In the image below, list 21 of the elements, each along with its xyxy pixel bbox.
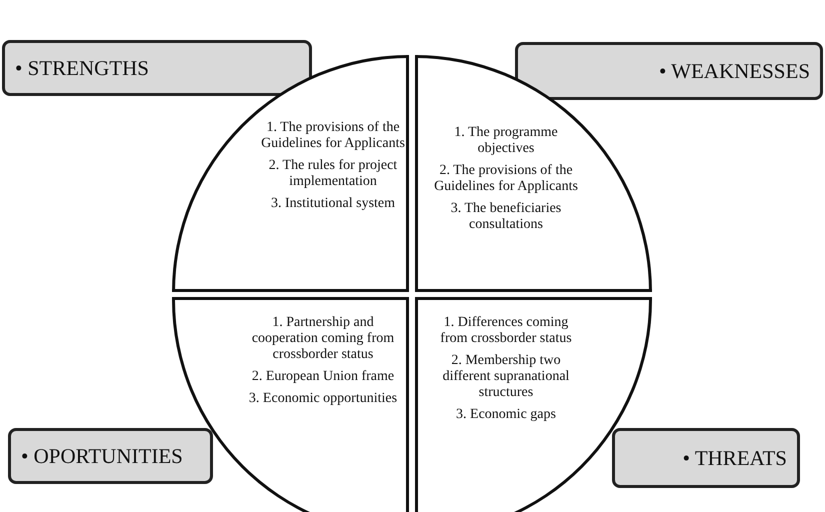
category-heading: • WEAKNESSES <box>658 58 811 84</box>
category-label-box <box>612 428 800 488</box>
category-label-box <box>515 42 823 100</box>
list-item-text: 2. European Union frame <box>250 369 396 385</box>
list-item-text: 3. Economic gaps <box>455 407 557 423</box>
list-item-text: 1. The programme objectives <box>453 125 559 157</box>
category-label-box <box>8 428 213 484</box>
quarter-circle-segment <box>415 297 652 512</box>
category-heading: • OPORTUNITIES <box>20 444 184 468</box>
list-item-text: 3. The beneficiaries consultations <box>450 201 562 233</box>
category-label-box <box>2 40 312 96</box>
list-item-text: 1. Partnership and cooperation coming from crossborder status <box>250 315 396 363</box>
list-item-text: 2. Membership two different supranational structures <box>442 353 570 401</box>
list-item-text: 2. The provisions of the Guidelines for Applicants <box>433 163 579 195</box>
category-heading: • THREATS <box>682 446 788 470</box>
list-item-text: 2. The rules for project implementation <box>268 158 398 190</box>
list-item-text: 1. Differences coming from crossborder status <box>439 315 573 347</box>
list-item-text: 1. The provisions of the Guidelines for Applicants <box>260 120 406 152</box>
list-item-text: 3. Economic opportunities <box>248 391 398 407</box>
list-item-text: 3. Institutional system <box>270 196 396 212</box>
category-heading: • STRENGTHS <box>14 56 150 80</box>
